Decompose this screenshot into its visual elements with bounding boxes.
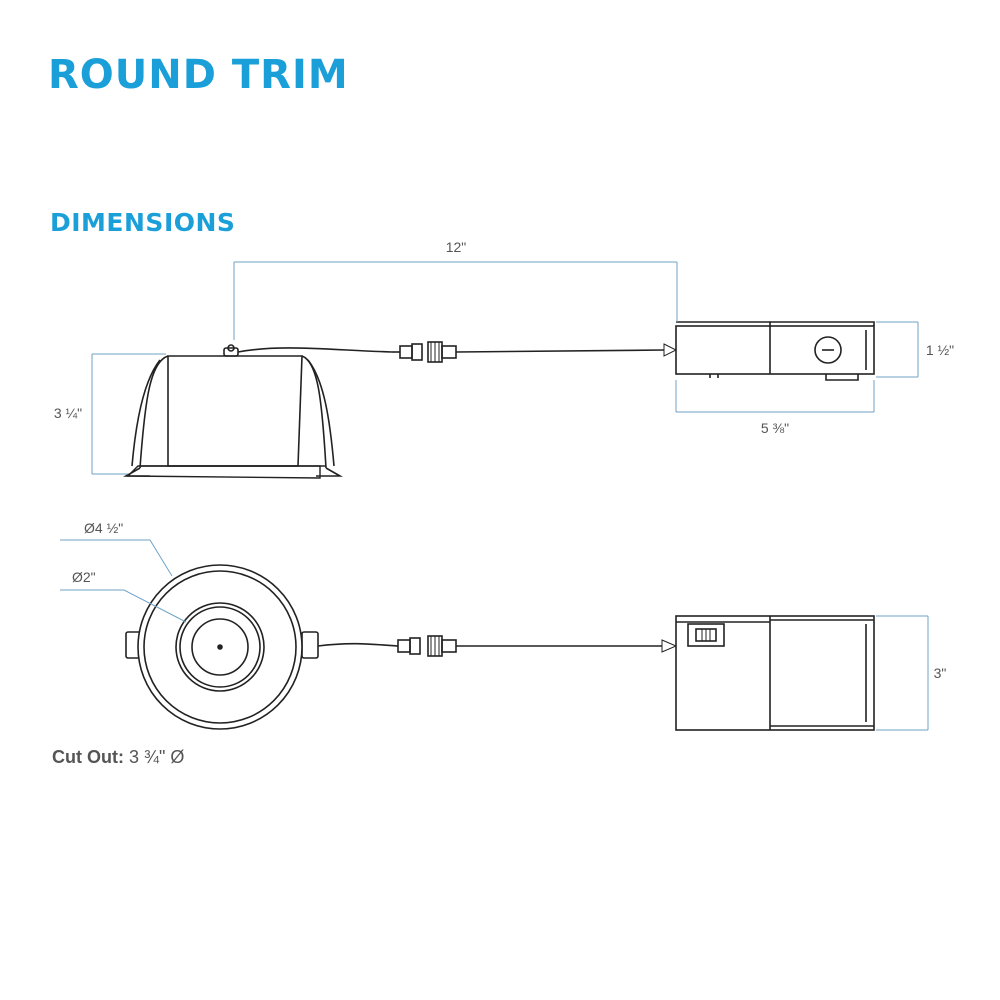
fixture-height-label: 3 ¼" xyxy=(54,405,82,421)
cutout-spec: Cut Out: 3 ¾" Ø xyxy=(52,747,184,768)
outer-diameter-label: Ø4 ½" xyxy=(84,520,123,536)
section-heading: DIMENSIONS xyxy=(50,208,236,237)
cable-length-label: 12" xyxy=(446,239,467,255)
side-view xyxy=(122,321,875,479)
downlight-front-trim xyxy=(125,564,319,730)
cutout-label: Cut Out: xyxy=(52,747,124,767)
front-view xyxy=(125,564,875,731)
inner-diameter-label: Ø2" xyxy=(72,569,96,585)
power-cable-side xyxy=(237,341,678,363)
junction-box-front xyxy=(675,615,875,731)
front-view-dimension-lines xyxy=(60,539,929,731)
downlight-side-profile xyxy=(122,344,344,479)
box-length-label: 5 ⅜" xyxy=(761,420,789,436)
switch-icon xyxy=(687,623,725,647)
box-height-label: 1 ½" xyxy=(926,342,954,358)
junction-box-side xyxy=(675,321,875,381)
cutout-value: 3 ¾" Ø xyxy=(129,747,185,767)
power-cable-front xyxy=(317,635,678,657)
box-width-label: 3" xyxy=(934,665,947,681)
page-title: ROUND TRIM xyxy=(48,52,349,98)
side-view-dimension-lines xyxy=(91,261,919,475)
knockout-icon xyxy=(814,336,842,364)
